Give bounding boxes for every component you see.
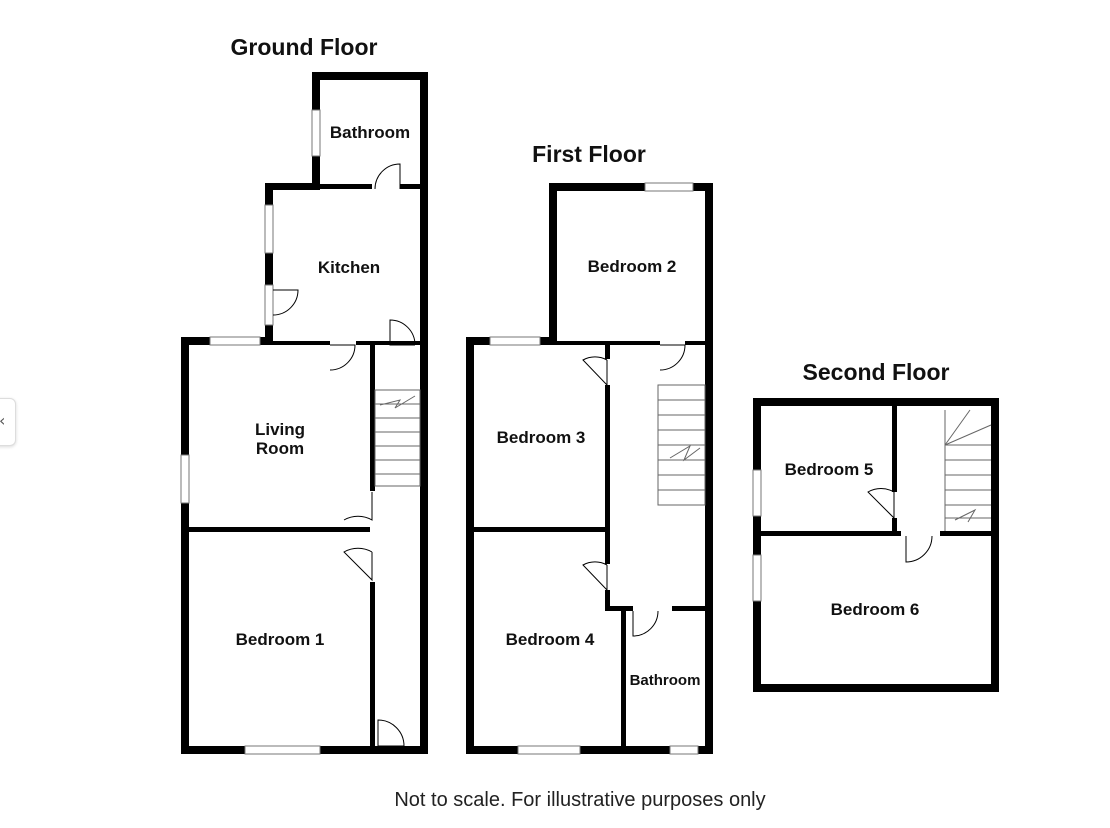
window bbox=[517, 745, 581, 755]
wall bbox=[892, 406, 897, 492]
wall bbox=[557, 341, 610, 345]
wall bbox=[605, 590, 610, 610]
wall bbox=[605, 606, 633, 611]
room-label-bedroom-5: Bedroom 5 bbox=[785, 460, 874, 479]
door-swing bbox=[343, 492, 373, 521]
room-label-bedroom-1: Bedroom 1 bbox=[236, 630, 325, 649]
room-label-living-room-line1: Living bbox=[255, 420, 305, 439]
room-label-kitchen: Kitchen bbox=[318, 258, 380, 277]
wall bbox=[181, 337, 189, 754]
wall bbox=[605, 345, 610, 359]
window bbox=[489, 336, 541, 346]
wall bbox=[189, 527, 370, 532]
wall bbox=[705, 183, 713, 754]
room-label-bedroom-3: Bedroom 3 bbox=[497, 428, 586, 447]
second-floor-title: Second Floor bbox=[803, 359, 950, 385]
ground-floor-plan: Ground Floor bbox=[180, 34, 428, 755]
door-swing bbox=[582, 356, 608, 387]
window bbox=[209, 336, 261, 346]
wall bbox=[605, 385, 610, 528]
door-swing bbox=[374, 163, 401, 190]
chevron-left-icon: ‹ bbox=[0, 411, 5, 430]
wall bbox=[761, 531, 901, 536]
wall bbox=[370, 341, 375, 491]
wall bbox=[610, 341, 660, 345]
room-label-first-bathroom: Bathroom bbox=[630, 672, 701, 689]
wall bbox=[621, 610, 626, 746]
room-label-bedroom-2: Bedroom 2 bbox=[588, 257, 677, 276]
wall bbox=[605, 532, 610, 564]
wall bbox=[549, 183, 557, 345]
wall bbox=[672, 606, 705, 611]
wall bbox=[940, 531, 991, 536]
staircase bbox=[657, 384, 706, 506]
room-label-bedroom-6: Bedroom 6 bbox=[831, 600, 920, 619]
window bbox=[669, 745, 699, 755]
window bbox=[244, 745, 321, 755]
wall bbox=[549, 183, 713, 191]
door-swing bbox=[867, 488, 895, 520]
staircase bbox=[374, 389, 421, 487]
wall bbox=[753, 398, 761, 692]
door-swing bbox=[377, 719, 405, 747]
wall bbox=[420, 72, 428, 754]
staircase bbox=[944, 409, 992, 531]
window bbox=[311, 109, 321, 157]
disclaimer-note: Not to scale. For illustrative purposes … bbox=[394, 789, 765, 811]
wall bbox=[370, 582, 375, 750]
room-label-bedroom-4: Bedroom 4 bbox=[506, 630, 595, 649]
wall bbox=[356, 341, 420, 345]
wall bbox=[753, 684, 999, 692]
wall bbox=[265, 183, 273, 345]
wall bbox=[265, 183, 320, 190]
wall bbox=[753, 398, 999, 406]
window bbox=[180, 454, 190, 504]
window bbox=[264, 204, 274, 254]
second-floor-plan: Second Floor Bedroom bbox=[752, 359, 999, 692]
first-floor-title: First Floor bbox=[532, 141, 646, 167]
door-swing bbox=[389, 319, 416, 346]
room-label-living-room-line2: Room bbox=[256, 439, 304, 458]
window bbox=[752, 469, 762, 517]
wall bbox=[320, 184, 372, 189]
door-swing bbox=[582, 561, 608, 592]
window bbox=[264, 284, 274, 326]
wall bbox=[685, 341, 705, 345]
ground-floor-title: Ground Floor bbox=[231, 34, 378, 60]
door-swing bbox=[329, 344, 356, 371]
door-swing bbox=[632, 610, 659, 637]
wall bbox=[312, 72, 428, 80]
room-label-ground-bathroom: Bathroom bbox=[330, 123, 410, 142]
door-swing bbox=[659, 344, 686, 371]
wall bbox=[273, 341, 330, 345]
wall bbox=[466, 746, 713, 754]
first-floor-plan: First Floor bbox=[466, 141, 713, 755]
window bbox=[752, 554, 762, 602]
wall bbox=[400, 184, 420, 189]
door-swing bbox=[272, 289, 299, 316]
wall bbox=[991, 398, 999, 692]
wall bbox=[892, 518, 897, 536]
door-swing bbox=[905, 535, 933, 563]
door-swing bbox=[343, 547, 373, 582]
side-panel-handle[interactable]: ‹ bbox=[0, 398, 16, 446]
wall bbox=[474, 527, 610, 532]
wall bbox=[466, 337, 474, 754]
window bbox=[644, 182, 694, 192]
